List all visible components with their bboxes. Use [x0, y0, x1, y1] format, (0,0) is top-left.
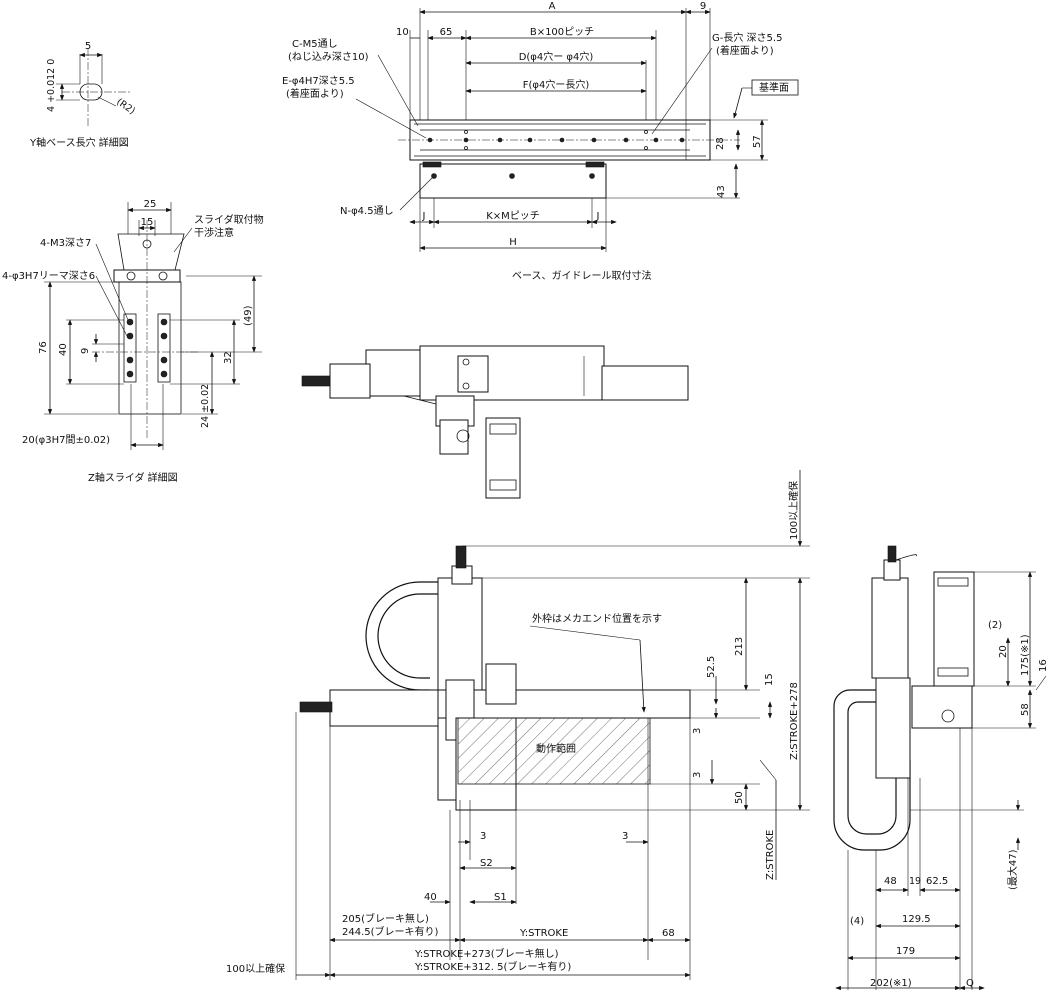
slider-dim-76: 76 — [38, 341, 49, 354]
z-stroke-278: Z:STROKE+278 — [789, 682, 800, 760]
rail-J-left: J — [422, 211, 426, 222]
dim-S1: S1 — [494, 892, 507, 903]
rail-dim-43: 43 — [716, 185, 727, 198]
y-stroke-273: Y:STROKE+273(ブレーキ無し) — [414, 947, 559, 960]
side-view: 175(※1) (2) 20 16 58 (最大47) 48 19 62.5 (… — [833, 545, 1049, 991]
z-slider-detail: 25 15 スライダ取付物 干渉注意 4-M3深さ7 4-φ3H7リーマ深さ6 … — [2, 199, 264, 484]
slider-note-1: スライダ取付物 — [194, 213, 264, 226]
rail-J-right: J — [596, 211, 600, 222]
slider-detail-caption: Z軸スライダ 詳細図 — [88, 471, 178, 484]
rail-dim-65: 65 — [440, 27, 453, 38]
side-dim-Q: Q — [966, 978, 974, 989]
rail-dim-D: D(φ4穴ー φ4穴) — [519, 50, 594, 63]
top-view — [301, 345, 689, 499]
slider-m3-label: 4-M3深さ7 — [40, 237, 91, 249]
slider-dim-24: 24 ±0.02 — [200, 384, 211, 428]
slot-width-label: 5 — [85, 41, 91, 52]
slider-dim-32: 32 — [223, 351, 234, 364]
dim-3-upper: 3 — [692, 728, 703, 734]
rail-dim-10: 10 — [396, 27, 409, 38]
dim-15: 15 — [764, 673, 775, 686]
side-dim-58: 58 — [1020, 703, 1031, 716]
dim-50: 50 — [734, 791, 745, 804]
rail-caption: ベース、ガイドレール取付寸法 — [512, 269, 652, 282]
rail-E-label-1: E-φ4H7深さ5.5 — [282, 75, 355, 87]
rail-dim-A: A — [549, 1, 556, 12]
clear-100-vertical: 100以上確保 — [787, 481, 800, 540]
side-dim-202: 202(※1) — [870, 978, 912, 989]
rail-H: H — [509, 237, 517, 248]
slider-dim-15: 15 — [141, 217, 154, 228]
slider-dim-25: 25 — [144, 199, 157, 210]
slider-dim-9: 9 — [80, 348, 91, 354]
dim-3-lower: 3 — [692, 772, 703, 778]
side-dim-179: 179 — [896, 946, 915, 957]
dim-244-5: 244.5(ブレーキ有り) — [342, 925, 439, 938]
z-stroke: Z:STROKE — [765, 830, 776, 880]
side-dim-175: 175(※1) — [1020, 634, 1031, 676]
dim-52-5: 52.5 — [706, 656, 717, 678]
rail-dim-57: 57 — [752, 135, 763, 148]
rail-holes — [427, 130, 685, 150]
slot-detail-caption: Y軸ベース長穴 詳細図 — [29, 136, 129, 149]
y-stroke-312: Y:STROKE+312. 5(ブレーキ有り) — [414, 960, 571, 973]
rail-KM: K×Mピッチ — [486, 210, 540, 222]
base-rail-detail: A 9 10 65 B×100ピッチ D(φ4穴ー φ4穴) F(φ4穴ー長穴)… — [282, 1, 799, 282]
rail-N-label: N-φ4.5通し — [340, 205, 394, 217]
dim-40: 40 — [424, 892, 437, 903]
side-dim-4: (4) — [850, 916, 864, 927]
rail-C-label-2: (ねじ込み深さ10) — [288, 51, 369, 63]
side-max-47: (最大47) — [1006, 849, 1019, 890]
dim-S2: S2 — [480, 858, 493, 869]
side-dim-19: 19 — [909, 876, 921, 887]
dim-3-left: 3 — [480, 831, 486, 842]
side-dim-48: 48 — [884, 876, 897, 887]
rail-dim-9: 9 — [700, 1, 706, 12]
y-base-slot-detail: 5 4 +0.012 0 (R2) Y軸ベース長穴 詳細図 — [29, 41, 137, 149]
dim-205: 205(ブレーキ無し) — [342, 912, 429, 925]
dim-213: 213 — [734, 637, 745, 656]
front-view: 動作範囲 外枠はメカエンド位置を示す 100以上確保 213 52.5 15 3… — [226, 470, 810, 980]
slider-dim-20: 20(φ3H7間±0.02) — [22, 434, 110, 446]
rail-G-label-1: G-長穴 深さ5.5 — [712, 31, 782, 44]
operating-range-label: 動作範囲 — [536, 742, 576, 755]
dim-68: 68 — [662, 928, 675, 939]
rail-G-label-2: (着座面より) — [716, 44, 774, 57]
y-stroke: Y:STROKE — [519, 928, 568, 939]
rail-E-label-2: (着座面より) — [286, 87, 344, 100]
clear-100-horizontal: 100以上確保 — [226, 962, 285, 975]
rail-dim-28: 28 — [715, 137, 726, 150]
side-dim-2: (2) — [988, 620, 1002, 631]
slider-note-2: 干渉注意 — [194, 226, 234, 239]
side-dim-129-5: 129.5 — [902, 914, 931, 925]
dim-3-right: 3 — [622, 831, 628, 842]
side-dim-20: 20 — [998, 645, 1009, 658]
side-dim-16: 16 — [1038, 659, 1049, 672]
rail-dim-B: B×100ピッチ — [530, 26, 594, 38]
slider-reamer-label: 4-φ3H7リーマ深さ6 — [2, 270, 95, 282]
rail-C-label-1: C-M5通し — [292, 38, 338, 50]
side-dim-62-5: 62.5 — [926, 876, 948, 887]
slot-tolerance-label: 4 +0.012 0 — [46, 59, 57, 112]
slider-dim-49: (49) — [243, 305, 254, 326]
rail-dim-F: F(φ4穴ー長穴) — [523, 78, 590, 91]
slot-radius-label: (R2) — [114, 96, 137, 117]
rail-ref-label: 基準面 — [759, 81, 789, 94]
slider-dim-40: 40 — [58, 343, 69, 356]
outer-frame-note: 外枠はメカエンド位置を示す — [532, 612, 662, 625]
operating-range — [457, 717, 651, 785]
